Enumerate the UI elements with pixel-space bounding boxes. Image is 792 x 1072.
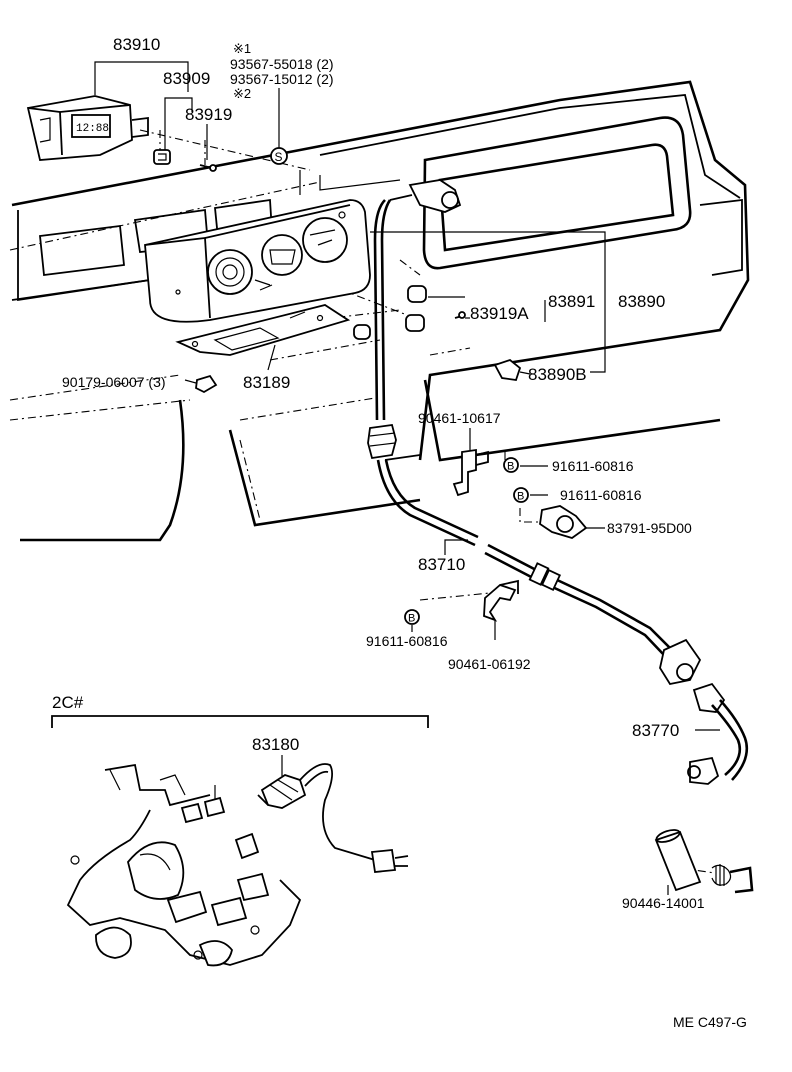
b-marker-text-3: B [408,613,415,625]
screw-83919 [199,164,217,172]
clock-display-text: 12:88 [76,123,109,135]
cable-83770 [687,682,749,785]
meter-cluster [144,199,371,323]
part-label-83189: 83189 [243,373,291,392]
part-label-91611-60816-b: 91611-60816 [560,487,642,503]
s-marker-text: S [275,150,283,164]
part-label-83919: 83919 [185,105,233,124]
part-label-90461-10617: 90461-10617 [418,410,501,426]
part-label-90179-06007: 90179-06007 (3) [62,374,166,390]
dashboard-outline [11,80,750,542]
engine-section-bracket [51,715,429,728]
part-label-93567-15012: 93567-15012 (2) [230,71,334,87]
leader-lines [94,61,720,895]
part-label-83791-95D00: 83791-95D00 [607,520,692,536]
part-label-93567-55018: 93567-55018 (2) [230,56,334,72]
part-label-91611-60816-a: 91611-60816 [552,458,634,474]
part-label-83770: 83770 [632,721,680,740]
reference-code: ME C497-G [673,1014,747,1030]
b-marker-text-1: B [507,461,514,473]
sleeve-90446 [654,829,754,894]
lamp-sockets [353,285,522,381]
clamp-90461-06192 [483,579,519,622]
part-label-83710: 83710 [418,555,466,574]
speedometer-cable [367,179,702,686]
clock-unit: 12:88 [26,95,149,161]
note-star2: ※2 [233,86,252,101]
note-star1: ※1 [233,41,252,56]
bracket-83189 [175,304,351,356]
part-label-83180: 83180 [252,735,300,754]
part-label-83909: 83909 [163,69,211,88]
s-marker-icon: S [270,147,288,165]
part-label-90461-06192: 90461-06192 [448,656,531,672]
part-label-83891: 83891 [548,292,596,311]
part-label-83919A: 83919A [470,304,529,323]
b-marker-icon-1: B [503,457,519,473]
part-label-83890B: 83890B [528,365,587,384]
clamp-83791 [539,505,588,539]
engine-code-label: 2C# [52,693,84,712]
b-marker-icon-3: B [404,609,420,625]
sensor-83180 [257,763,409,873]
part-label-83890: 83890 [618,292,666,311]
clamp-90461-10617 [452,448,489,497]
b-marker-text-2: B [517,491,524,503]
part-label-91611-60816-c: 91611-60816 [366,633,448,649]
nut-90179 [195,374,218,394]
part-label-90446-14001: 90446-14001 [622,895,705,911]
clip-83909 [153,149,171,165]
b-marker-icon-2: B [513,487,529,503]
injection-pump [66,763,302,967]
part-label-83910: 83910 [113,35,161,54]
